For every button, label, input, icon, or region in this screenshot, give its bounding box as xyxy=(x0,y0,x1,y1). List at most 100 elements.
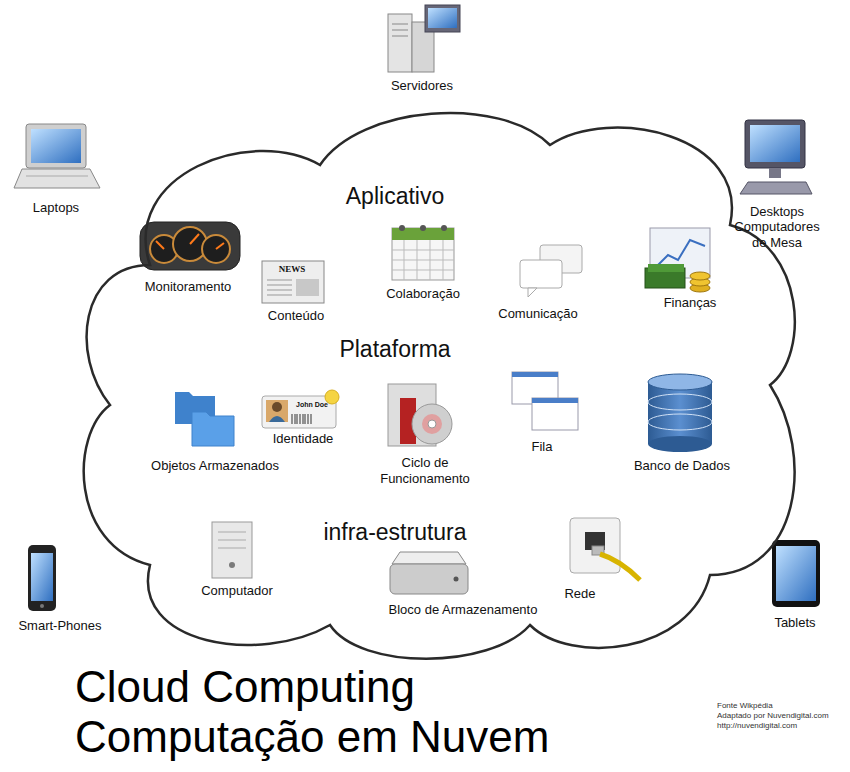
database-icon-part xyxy=(648,414,712,430)
id-card-icon-part xyxy=(262,396,336,428)
desktop-icon-part xyxy=(740,182,812,194)
id-card-icon-part xyxy=(305,414,306,424)
calendar-icon-part xyxy=(392,228,454,280)
server-icon-part xyxy=(392,24,408,25)
smartphone-icon xyxy=(28,545,56,611)
calendar-icon-part xyxy=(417,240,418,280)
server-icon-part xyxy=(428,8,457,28)
finance-icon-part xyxy=(648,264,684,272)
id-card-icon-part xyxy=(292,414,293,424)
calendar-icon-part xyxy=(430,240,431,280)
server-icon-part xyxy=(392,36,408,37)
calendar-icon-part xyxy=(392,270,454,271)
item-label: Conteúdo xyxy=(268,308,324,324)
item-label: Desktops Computadores de Mesa xyxy=(727,204,827,251)
calendar-icon-part xyxy=(392,260,454,261)
chat-icon-part xyxy=(520,260,562,288)
item-label: Fila xyxy=(532,439,553,455)
smartphone-icon-part xyxy=(40,604,44,608)
cloud-outline xyxy=(70,95,810,670)
item-label: Finanças xyxy=(664,295,717,311)
icon-text: NEWS xyxy=(279,264,306,275)
chat-icon-part xyxy=(528,288,537,297)
id-card-icon-part xyxy=(311,414,312,424)
network-jack-icon-part xyxy=(570,518,620,573)
newspaper-icon xyxy=(262,261,324,303)
calendar-icon xyxy=(392,225,454,280)
id-card-icon-part xyxy=(297,414,298,424)
id-card-icon-part xyxy=(272,402,282,412)
server-icon-part xyxy=(425,5,460,32)
item-label: Rede xyxy=(564,586,595,602)
id-card-icon-part xyxy=(266,400,288,422)
finance-icon xyxy=(645,228,710,292)
source-note: http://nuvendigital.com xyxy=(717,721,797,731)
laptop-icon-part xyxy=(26,124,86,168)
id-card-icon-part xyxy=(300,414,301,424)
gauge-icon-part xyxy=(156,241,164,249)
laptop-icon xyxy=(14,124,100,188)
newspaper-icon-part xyxy=(262,261,324,303)
newspaper-icon-part xyxy=(267,285,292,286)
laptop-icon-part xyxy=(14,169,100,188)
source-note: Adaptado por Nuvendigital.com xyxy=(717,711,829,721)
server-icon xyxy=(388,5,460,72)
database-icon-part xyxy=(648,382,712,444)
item-label: Identidade xyxy=(273,431,334,447)
chat-icon xyxy=(520,245,582,297)
item-label: Laptops xyxy=(33,200,79,216)
folder-icon-part xyxy=(192,412,234,446)
tablet-icon-part xyxy=(776,546,816,601)
id-card-icon-part xyxy=(295,414,296,424)
database-icon-part xyxy=(648,436,712,452)
cloud-region: AplicativoPlataformainfra-estrutura xyxy=(70,95,810,670)
smartphone-icon-part xyxy=(31,553,53,601)
desktop-icon-part xyxy=(750,125,800,162)
source-note: Fonte Wikpédia xyxy=(717,701,773,711)
computer-icon-part xyxy=(218,548,246,549)
cloud-shape xyxy=(84,113,795,659)
newspaper-icon-part xyxy=(267,280,292,281)
title: Cloud Computing Computação em Nuvem xyxy=(75,662,595,762)
calendar-icon-part xyxy=(420,225,426,231)
layer-heading: Plataforma xyxy=(339,336,450,364)
finance-icon-part xyxy=(690,272,710,280)
item-label: Comunicação xyxy=(498,306,578,322)
software-box-icon-part xyxy=(428,420,436,428)
database-icon-part xyxy=(648,374,712,390)
calendar-icon-part xyxy=(443,240,444,280)
network-jack-icon xyxy=(570,518,640,580)
desktop-icon-part xyxy=(769,168,781,178)
laptop-icon-part xyxy=(26,176,88,177)
gauge-icon-part xyxy=(190,234,199,244)
computer-icon-part xyxy=(218,532,246,533)
database-icon xyxy=(648,374,712,452)
gauge-icon-part xyxy=(216,243,224,249)
server-icon-part xyxy=(392,30,408,31)
id-card-icon-part xyxy=(292,414,311,424)
id-card-icon-part xyxy=(303,414,304,424)
item-label: Objetos Armazenados xyxy=(151,458,279,474)
storage-icon xyxy=(390,552,468,594)
queue-icon-part xyxy=(532,398,578,403)
icon-text: John Doe xyxy=(296,401,328,409)
folder-icon xyxy=(175,392,234,446)
item-label: Ciclo de Funcionamento xyxy=(377,455,473,486)
newspaper-icon-part xyxy=(296,279,319,296)
finance-icon-part xyxy=(655,240,705,268)
software-box-icon-part xyxy=(412,404,452,444)
item-label: Bloco de Armazenamento xyxy=(389,602,538,618)
desktop-icon-part xyxy=(745,120,805,168)
id-card-icon-part xyxy=(308,414,309,424)
newspaper-icon-part xyxy=(267,290,292,291)
computer-icon-part xyxy=(218,540,246,541)
layer-heading: Aplicativo xyxy=(346,183,444,211)
item-label: Banco de Dados xyxy=(634,458,730,474)
smartphone-icon-part xyxy=(28,545,56,611)
item-label: Tablets xyxy=(774,615,815,631)
storage-icon-part xyxy=(454,577,459,582)
queue-icon xyxy=(512,372,578,430)
gauge-icon xyxy=(140,222,240,270)
calendar-icon-part xyxy=(392,250,454,251)
